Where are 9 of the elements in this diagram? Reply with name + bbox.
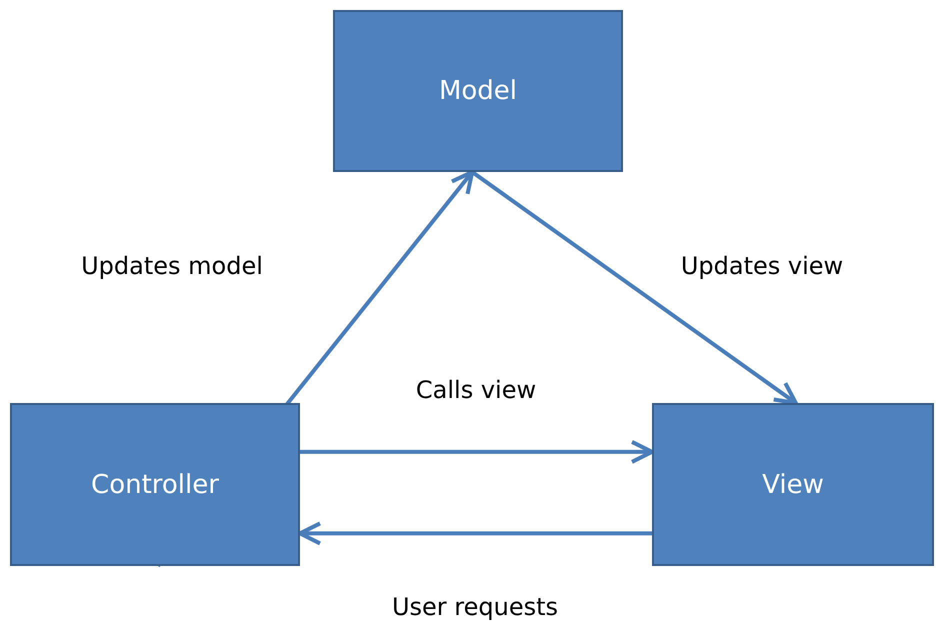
arrow <box>298 521 652 546</box>
node-label: Controller <box>91 470 219 500</box>
arrow <box>471 170 798 405</box>
process-box <box>652 403 934 566</box>
arrow <box>300 440 654 464</box>
node-label: Model <box>438 76 518 106</box>
node-label: View <box>762 470 824 500</box>
process-box <box>333 10 623 172</box>
process-box <box>10 403 300 566</box>
